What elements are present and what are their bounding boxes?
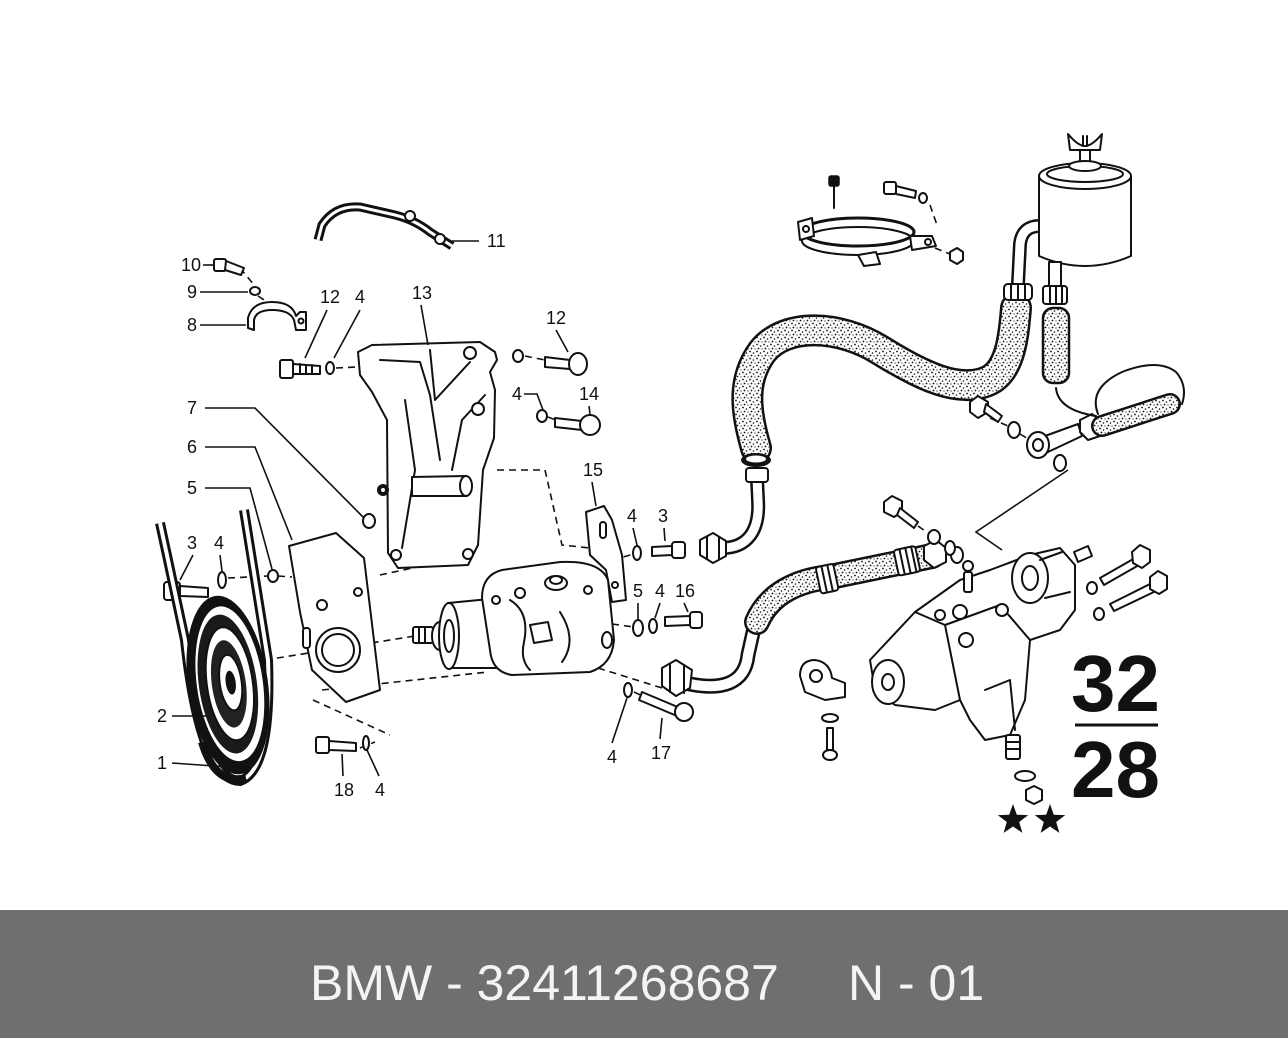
clamp-part-8 xyxy=(247,301,307,331)
gear-mounting-bolts xyxy=(1086,544,1168,621)
bolt-part-17 xyxy=(638,691,694,722)
callout-labels: 11 10 9 8 12 4 13 12 4 14 7 6 5 15 3 4 4… xyxy=(157,231,695,800)
washer-part-4-left xyxy=(217,571,227,589)
footer-bar: BMW - 32411268687 N - 01 xyxy=(0,910,1288,1038)
washer-part-5-right xyxy=(632,619,644,637)
mounting-plate-part-6 xyxy=(288,532,381,703)
callout-6: 6 xyxy=(187,437,197,457)
washer-part-4-bottom xyxy=(362,735,370,751)
callout-4: 4 xyxy=(607,747,617,767)
group-number: 32 28 xyxy=(1071,639,1160,814)
callout-3: 3 xyxy=(658,506,668,526)
callout-5: 5 xyxy=(633,581,643,601)
callout-10: 10 xyxy=(181,255,201,275)
washer-part-4-lower-right xyxy=(648,618,658,634)
leader-lines xyxy=(171,240,689,777)
page-reference-label: N - 01 xyxy=(848,955,985,1011)
callout-4: 4 xyxy=(512,384,522,404)
bolt-part-3-right xyxy=(651,541,686,559)
callout-12: 12 xyxy=(546,308,566,328)
part-number-label: BMW - 32411268687 xyxy=(310,955,779,1011)
callout-2: 2 xyxy=(157,706,167,726)
bolt-part-14 xyxy=(554,414,601,436)
star-icon xyxy=(997,804,1029,833)
callout-11: 11 xyxy=(487,231,506,251)
callout-13: 13 xyxy=(412,283,432,303)
bolt-part-16 xyxy=(664,611,703,629)
star-icons xyxy=(997,804,1066,833)
washer-part-4-right xyxy=(632,545,642,561)
callout-4: 4 xyxy=(214,533,224,553)
reservoir-clamp-ring xyxy=(797,175,964,267)
washer-part-4-pump xyxy=(623,682,633,698)
parts-diagram: 11 10 9 8 12 4 13 12 4 14 7 6 5 15 3 4 4… xyxy=(155,133,1185,833)
bolt-part-12-left xyxy=(279,359,321,379)
bolt-part-10 xyxy=(213,258,245,276)
washer-part-4-mid xyxy=(512,349,548,423)
bolt-part-18 xyxy=(315,736,357,754)
callout-5: 5 xyxy=(187,478,197,498)
return-hose xyxy=(699,292,1032,564)
callout-16: 16 xyxy=(675,581,695,601)
star-icon xyxy=(1034,804,1066,833)
power-steering-pump xyxy=(412,560,615,676)
v-belt-front-arc xyxy=(198,740,247,784)
washer-part-5 xyxy=(267,569,279,583)
steering-gear-box xyxy=(869,545,1093,805)
hose-clip xyxy=(799,659,846,761)
bracket-part-15 xyxy=(585,505,627,603)
washer-part-9 xyxy=(249,286,261,296)
strap-part-11 xyxy=(313,202,455,250)
callout-8: 8 xyxy=(187,315,197,335)
fluid-reservoir xyxy=(1003,133,1132,385)
main-group-number: 32 xyxy=(1071,639,1160,728)
banjo-fitting-set xyxy=(969,364,1185,551)
gear-bolt-set xyxy=(883,495,956,556)
bracket-part-13 xyxy=(357,341,498,569)
bolt-part-12-right xyxy=(544,352,588,376)
washer-part-7 xyxy=(362,513,376,529)
callout-1: 1 xyxy=(157,753,167,773)
callout-4: 4 xyxy=(655,581,665,601)
callout-18: 18 xyxy=(334,780,354,800)
callout-12: 12 xyxy=(320,287,340,307)
washer-part-4-upper xyxy=(325,361,335,375)
callout-4: 4 xyxy=(375,780,385,800)
sub-group-number: 28 xyxy=(1071,725,1160,814)
callout-4: 4 xyxy=(627,506,637,526)
callout-4: 4 xyxy=(355,287,365,307)
callout-3: 3 xyxy=(187,533,197,553)
pulley-part-2 xyxy=(186,595,270,775)
pressure-hose xyxy=(661,539,964,697)
callout-17: 17 xyxy=(651,743,671,763)
callout-9: 9 xyxy=(187,282,197,302)
callout-14: 14 xyxy=(579,384,599,404)
callout-15: 15 xyxy=(583,460,603,480)
callout-7: 7 xyxy=(187,398,197,418)
